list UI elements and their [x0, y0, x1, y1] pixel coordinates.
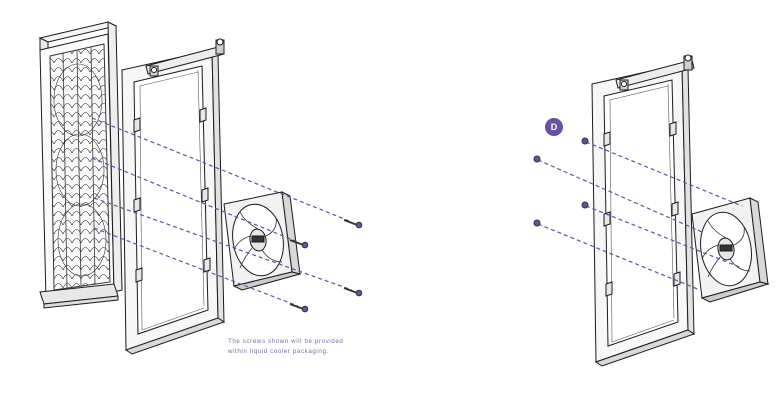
screws-left: [289, 219, 363, 313]
fan-right: [691, 197, 770, 303]
screws-note: The screws shown will be provided within…: [228, 337, 398, 357]
mounting-bracket-right: [591, 54, 696, 367]
screws-right: [533, 137, 589, 227]
screw-guide-lines-left: [91, 117, 353, 307]
screw-guide-lines-right: [537, 141, 743, 291]
step-d-label: D: [550, 122, 558, 132]
radiator: [38, 21, 123, 309]
mounting-bracket-left: [121, 38, 226, 355]
screws-note-line-2: within liquid cooler packaging.: [228, 348, 329, 355]
step-d-badge: D: [545, 118, 563, 136]
fan-left: [223, 191, 302, 291]
screws-note-line-1: The screws shown will be provided: [228, 338, 344, 345]
